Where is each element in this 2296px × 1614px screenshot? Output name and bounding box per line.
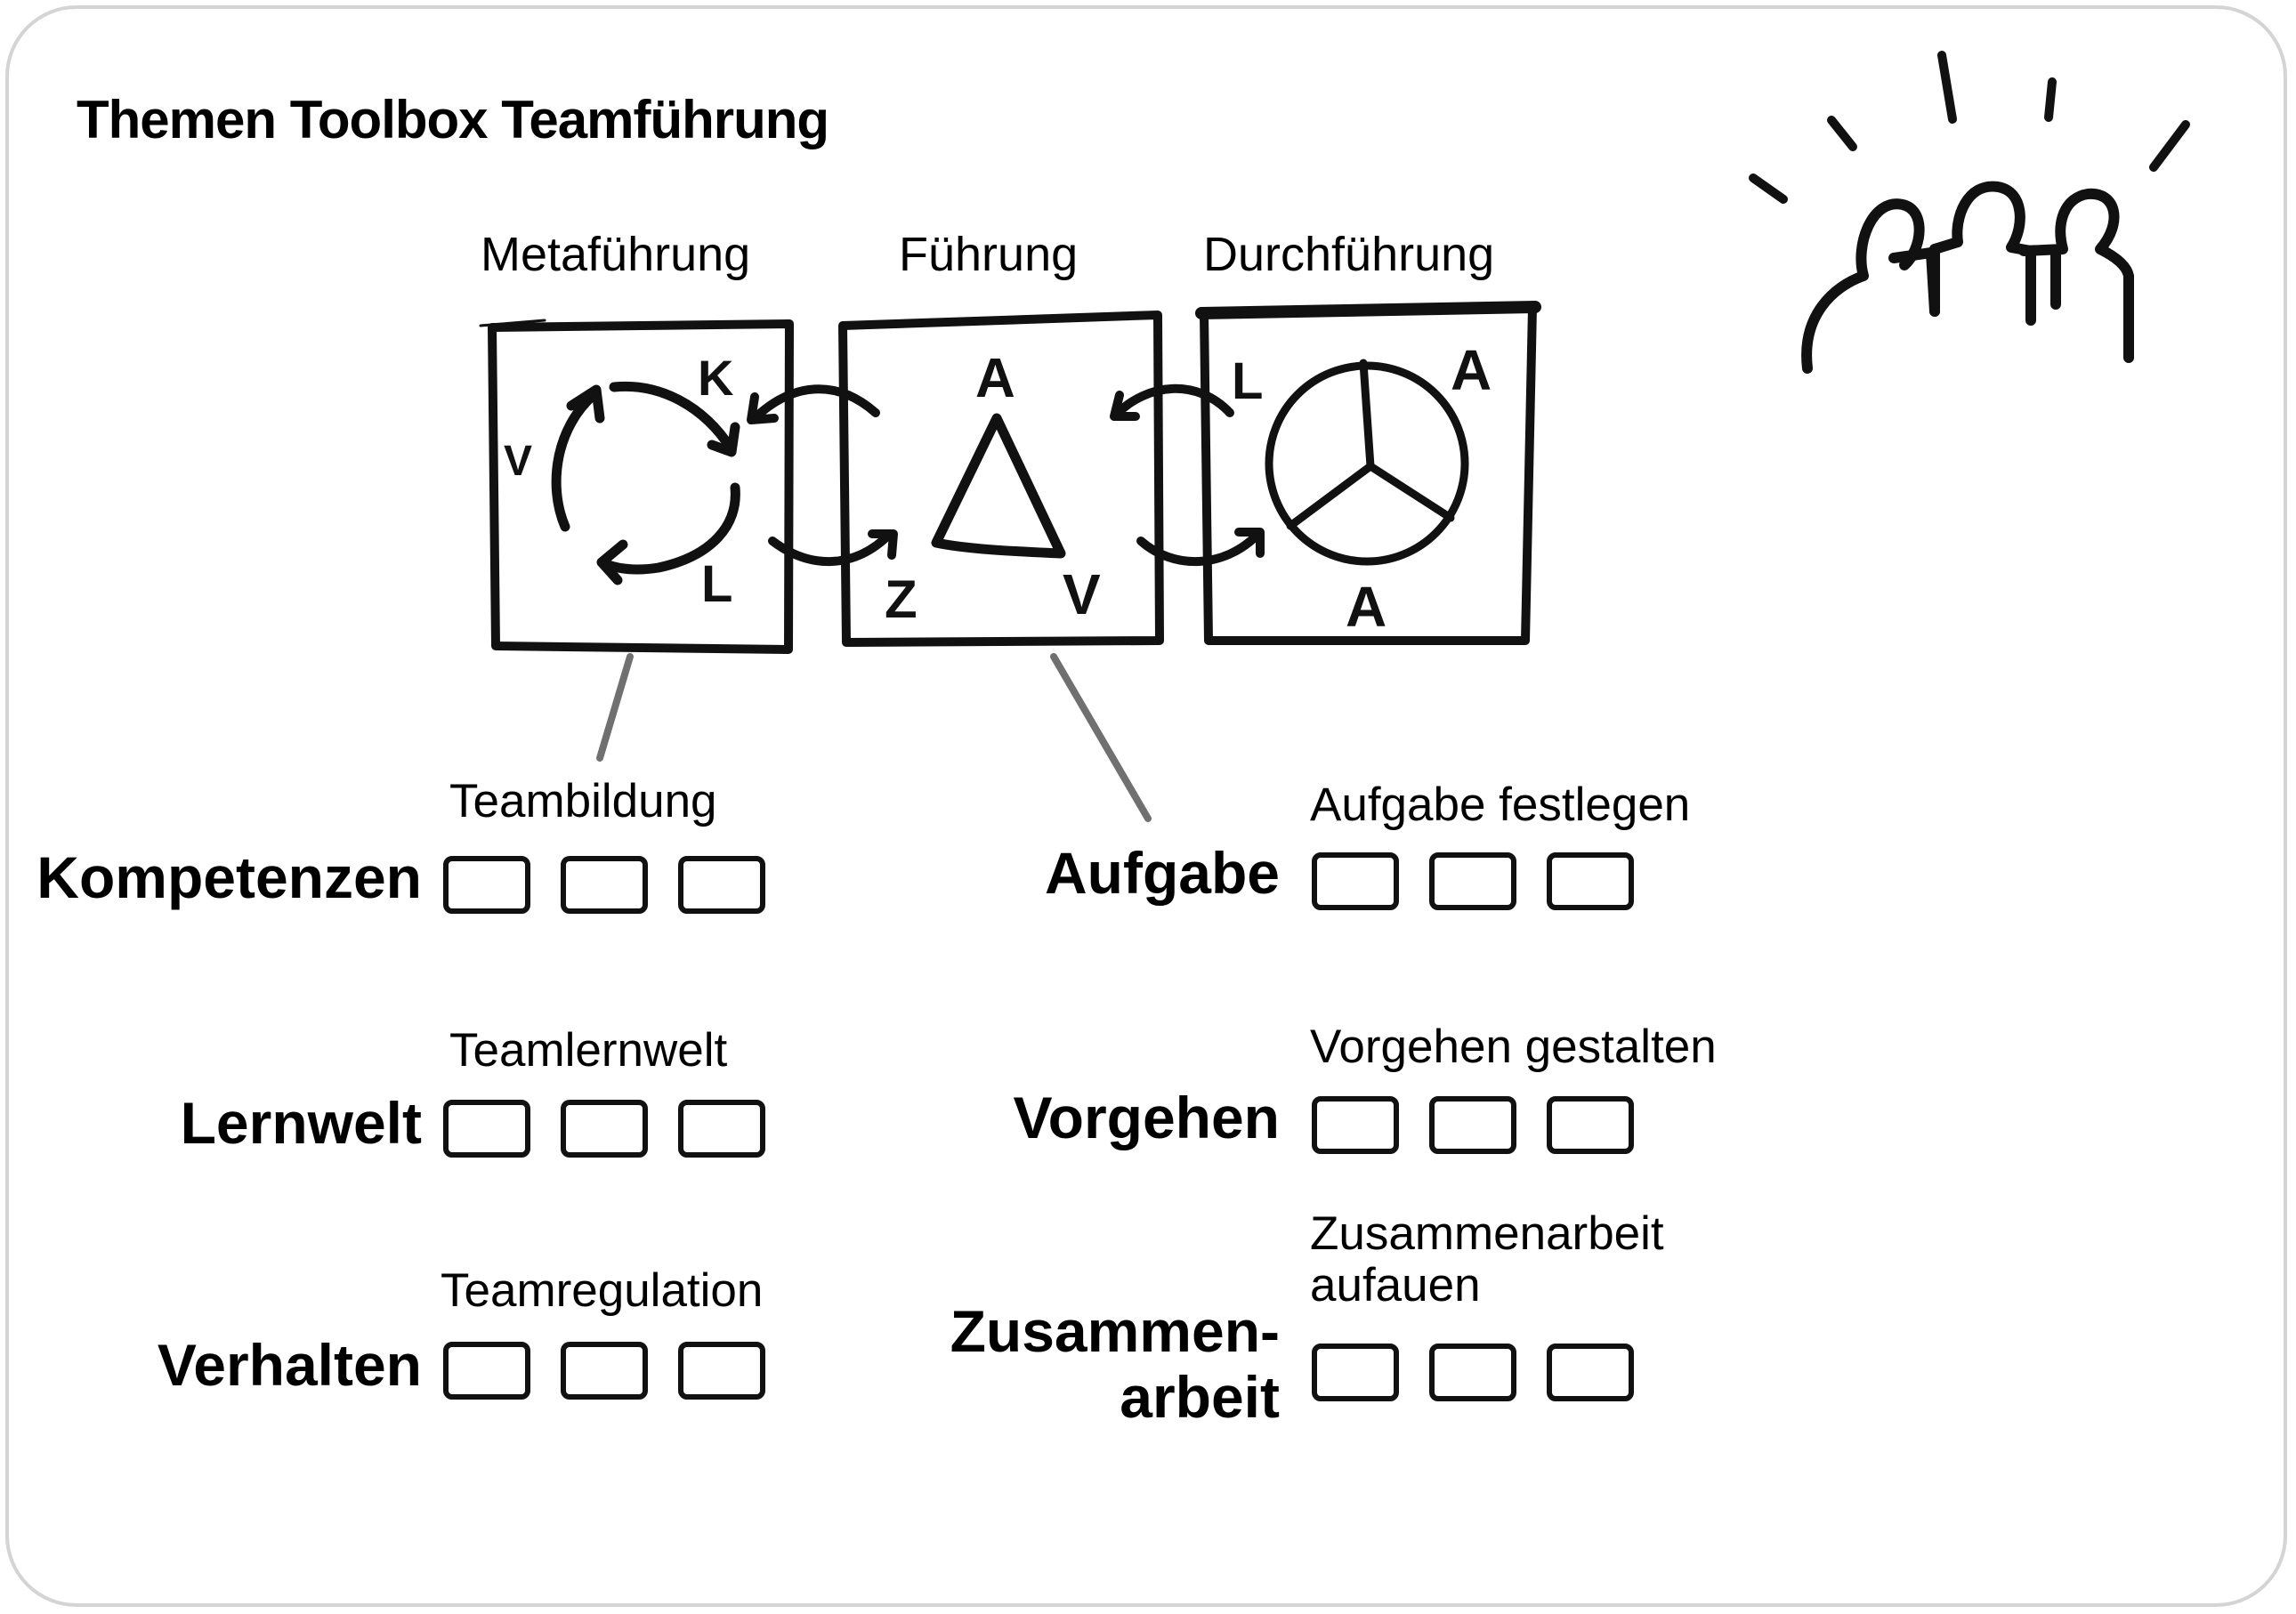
checkbox[interactable] — [1312, 1344, 1399, 1401]
sublabel-teamregulation: Teamregulation — [441, 1264, 764, 1317]
checkbox[interactable] — [443, 1100, 530, 1158]
category-zusammenarbeit-line2: arbeit — [1120, 1363, 1280, 1430]
label-z: Z — [885, 569, 918, 629]
triangle-icon — [931, 413, 1066, 559]
checkbox-group-aufgabe — [1312, 852, 1634, 910]
durchfuehrung-box — [1195, 301, 1541, 645]
sublabel-zusammenarbeit: Zusammenarbeit aufauen — [1310, 1207, 1664, 1312]
label-a-durch-bottom: A — [1346, 575, 1386, 639]
checkbox[interactable] — [1547, 852, 1634, 910]
category-zusammenarbeit-line1: Zusammen- — [950, 1298, 1280, 1364]
checkbox[interactable] — [678, 1342, 765, 1400]
label-v-meta: V — [504, 438, 532, 485]
heading-durchfuehrung: Durchführung — [1203, 228, 1495, 281]
checkbox[interactable] — [561, 1342, 648, 1400]
category-zusammenarbeit: Zusammen- arbeit — [950, 1298, 1280, 1431]
label-v-fuehrung: V — [1063, 562, 1101, 626]
checkbox-group-lernwelt — [443, 1100, 765, 1158]
metafuehrung-box — [479, 319, 794, 654]
checkbox[interactable] — [443, 1342, 530, 1400]
sublabel-zusammenarbeit-line1: Zusammenarbeit — [1310, 1207, 1664, 1260]
sublabel-teambildung: Teambildung — [449, 775, 717, 827]
category-aufgabe: Aufgabe — [1045, 840, 1280, 906]
connector-arrows-icon — [747, 383, 1265, 567]
sublabel-aufgabe-festlegen: Aufgabe festlegen — [1310, 779, 1691, 831]
checkbox-group-zusammenarbeit — [1312, 1344, 1634, 1401]
checkbox[interactable] — [678, 856, 765, 914]
checkbox-group-verhalten — [443, 1342, 765, 1400]
checkbox[interactable] — [561, 1100, 648, 1158]
category-kompetenzen: Kompetenzen — [36, 844, 422, 910]
page-title: Themen Toolbox Teamführung — [77, 90, 829, 149]
checkbox[interactable] — [1547, 1096, 1634, 1154]
heading-fuehrung: Führung — [899, 228, 1079, 281]
label-a-durch-top: A — [1451, 338, 1492, 402]
checkbox[interactable] — [1312, 1096, 1399, 1154]
pie-icon — [1265, 359, 1469, 566]
label-a-fuehrung: A — [975, 348, 1015, 409]
label-l-durch: L — [1232, 352, 1263, 410]
checkbox-group-vorgehen — [1312, 1096, 1634, 1154]
checkbox[interactable] — [1429, 1096, 1516, 1154]
category-verhalten: Verhalten — [157, 1332, 422, 1398]
fuehrung-box — [838, 311, 1164, 647]
sublabel-vorgehen-gestalten: Vorgehen gestalten — [1310, 1021, 1717, 1073]
card-frame — [5, 5, 2287, 1607]
checkbox[interactable] — [443, 856, 530, 914]
heading-metafuehrung: Metaführung — [481, 228, 751, 281]
category-lernwelt: Lernwelt — [180, 1090, 422, 1156]
checkbox[interactable] — [1429, 1344, 1516, 1401]
checkbox[interactable] — [1547, 1344, 1634, 1401]
cycle-arrows-icon — [551, 381, 740, 585]
sublabel-zusammenarbeit-line2: aufauen — [1310, 1259, 1481, 1312]
checkbox[interactable] — [678, 1100, 765, 1158]
people-icon — [1801, 181, 2134, 374]
leader-line-teambildung — [596, 653, 634, 762]
category-vorgehen: Vorgehen — [1013, 1085, 1280, 1150]
leader-line-aufgabe — [1050, 653, 1152, 822]
checkbox-group-kompetenzen — [443, 856, 765, 914]
checkbox[interactable] — [1312, 852, 1399, 910]
label-k: K — [698, 350, 733, 406]
sparkle-rays-icon — [1749, 51, 2190, 204]
sublabel-teamlernwelt: Teamlernwelt — [449, 1024, 728, 1077]
checkbox[interactable] — [1429, 852, 1516, 910]
label-l-meta: L — [701, 555, 732, 613]
checkbox[interactable] — [561, 856, 648, 914]
